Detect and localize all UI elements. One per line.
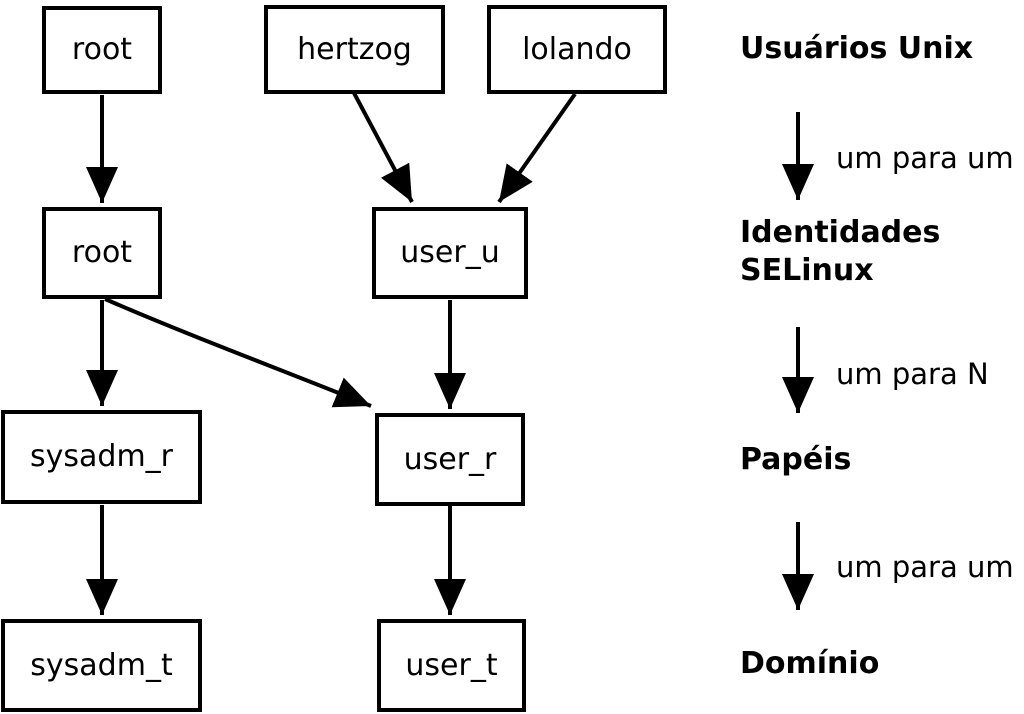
box-user_r-label: user_r	[403, 441, 497, 477]
box-root-unix: root	[42, 6, 162, 94]
box-root-selinux-label: root	[71, 235, 133, 270]
box-user_t: user_t	[377, 619, 526, 712]
legend-level-domain: Domínio	[740, 646, 880, 681]
box-sysadm_t-label: sysadm_t	[30, 647, 173, 683]
legend-level-unix-users: Usuários Unix	[740, 31, 974, 66]
legend-level-roles: Papéis	[740, 442, 852, 477]
box-hertzog-label: hertzog	[297, 31, 412, 67]
legend-mapping-one-to-n: um para N	[836, 357, 989, 391]
box-sysadm_r-label: sysadm_r	[30, 439, 173, 474]
legend-level-selinux-identities: Identidades SELinux	[740, 214, 940, 290]
arrow-lolando-to-user_u	[497, 92, 577, 204]
box-lolando-label: lolando	[522, 31, 632, 67]
arrow-root-selinux-to-user_r	[104, 297, 372, 408]
box-user_t-label: user_t	[405, 647, 498, 683]
box-root-unix-label: root	[71, 32, 133, 67]
box-root-selinux: root	[42, 207, 162, 299]
box-user_u-label: user_u	[400, 235, 500, 270]
legend-level-selinux-identities-line2: SELinux	[740, 253, 874, 288]
box-sysadm_r: sysadm_r	[1, 410, 202, 504]
box-user_r: user_r	[375, 413, 525, 506]
arrow-hertzog-to-user_u	[352, 92, 414, 203]
legend-level-selinux-identities-line1: Identidades	[740, 215, 941, 250]
box-lolando: lolando	[487, 5, 667, 94]
box-user_u: user_u	[372, 207, 528, 299]
legend-mapping-one-to-one-2: um para um	[836, 550, 1014, 584]
box-hertzog: hertzog	[264, 5, 445, 94]
legend-mapping-one-to-one-1: um para um	[836, 141, 1014, 175]
box-sysadm_t: sysadm_t	[1, 619, 202, 712]
